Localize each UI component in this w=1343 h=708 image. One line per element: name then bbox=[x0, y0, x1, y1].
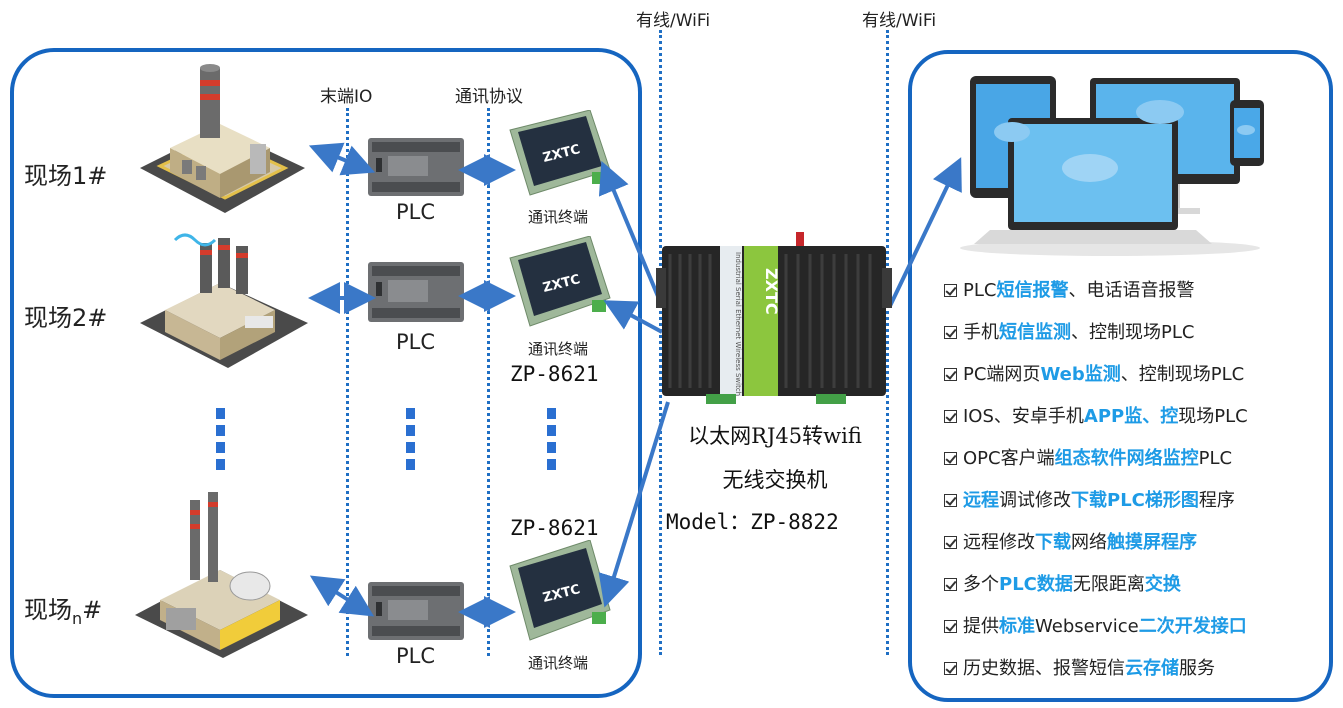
switch-brand: ZXTC bbox=[762, 268, 781, 315]
feature-text: 多个 bbox=[963, 574, 999, 595]
feature-item: 远程调试修改下载PLC梯形图程序 bbox=[944, 486, 1235, 512]
field-panel bbox=[10, 48, 642, 698]
factory-2-icon bbox=[140, 233, 308, 368]
feature-text: 调试修改 bbox=[999, 490, 1071, 511]
divider-right bbox=[886, 30, 889, 655]
ellipsis-sites bbox=[216, 408, 228, 476]
client-panel bbox=[908, 50, 1333, 702]
feature-item: PC端网页Web监测、控制现场PLC bbox=[944, 360, 1244, 386]
feature-text: 触摸屏程序 bbox=[1107, 532, 1197, 553]
feature-text: 、控制现场PLC bbox=[1071, 322, 1195, 343]
feature-text: 组态软件网络监控 bbox=[1054, 448, 1199, 469]
feature-item: 多个PLC数据无限距离交换 bbox=[944, 570, 1181, 596]
feature-text: 、电话语音报警 bbox=[1068, 280, 1195, 301]
ellipsis-terminal bbox=[547, 408, 559, 476]
divider-left bbox=[659, 30, 662, 655]
feature-text: IOS、安卓手机 bbox=[963, 406, 1084, 427]
factory-n-icon bbox=[135, 492, 308, 658]
divider-io bbox=[346, 108, 349, 656]
feature-text: 下载 bbox=[1035, 532, 1071, 553]
feature-text: 短信报警 bbox=[996, 280, 1069, 301]
terminal-1-label: 通讯终端 bbox=[528, 208, 589, 226]
devices-illustration bbox=[960, 76, 1264, 256]
feature-item: 历史数据、报警短信云存储服务 bbox=[944, 654, 1215, 680]
feature-text: 云存储 bbox=[1125, 658, 1179, 679]
checkbox-icon bbox=[944, 368, 957, 381]
feature-item: 远程修改下载网络触摸屏程序 bbox=[944, 528, 1197, 554]
terminal-n-model: ZP-8621 bbox=[510, 516, 599, 540]
feature-item: PLC短信报警、电话语音报警 bbox=[944, 276, 1194, 302]
checkbox-icon bbox=[944, 410, 957, 423]
feature-text: PLC数据 bbox=[999, 574, 1073, 595]
site-n-label: 现场n# bbox=[24, 596, 103, 628]
feature-text: PLC bbox=[1198, 448, 1233, 469]
feature-text: 下载PLC梯形图 bbox=[1071, 490, 1199, 511]
switch-model: Model：ZP-8822 bbox=[666, 510, 839, 534]
feature-text: 历史数据、报警短信 bbox=[963, 658, 1125, 679]
switch-title: 以太网RJ45转wifi bbox=[688, 424, 862, 448]
ellipsis-plc bbox=[406, 408, 418, 476]
feature-text: 网络 bbox=[1071, 532, 1107, 553]
wifi-switch-icon: ZXTC Industrial Serial Ethernet Wireless… bbox=[656, 232, 892, 404]
checkbox-icon bbox=[944, 536, 957, 549]
feature-item: OPC客户端组态软件网络监控PLC bbox=[944, 444, 1232, 470]
switch-subtitle: 无线交换机 bbox=[722, 468, 828, 492]
plc-n-label: PLC bbox=[396, 644, 436, 668]
feature-item: IOS、安卓手机APP监、控现场PLC bbox=[944, 402, 1248, 428]
checkbox-icon bbox=[944, 662, 957, 675]
checkbox-icon bbox=[944, 494, 957, 507]
feature-text: 标准 bbox=[999, 616, 1035, 637]
checkbox-icon bbox=[944, 284, 957, 297]
link-label-left: 有线/WiFi bbox=[636, 11, 711, 31]
terminal-2-icon: ZXTC bbox=[509, 236, 611, 327]
link-label-right: 有线/WiFi bbox=[862, 11, 937, 31]
plc-2-label: PLC bbox=[396, 330, 436, 354]
plc-2-icon bbox=[368, 262, 464, 322]
checkbox-icon bbox=[944, 620, 957, 633]
plc-n-icon bbox=[368, 582, 464, 640]
feature-text: PC端网页 bbox=[963, 364, 1041, 385]
feature-text: 二次开发接口 bbox=[1138, 616, 1247, 637]
terminal-2-model: ZP-8621 bbox=[510, 362, 599, 386]
feature-text: Webservice bbox=[1035, 616, 1139, 637]
feature-text: 程序 bbox=[1198, 490, 1235, 511]
feature-text: APP监、控 bbox=[1083, 406, 1179, 427]
site-2-label: 现场2# bbox=[24, 304, 108, 332]
terminal-n-label: 通讯终端 bbox=[528, 654, 589, 672]
terminal-n-icon: ZXTC bbox=[509, 540, 611, 641]
divider-protocol bbox=[487, 108, 490, 656]
feature-text: OPC客户端 bbox=[963, 448, 1055, 469]
feature-text: 现场PLC bbox=[1178, 406, 1248, 427]
column-io-label: 末端IO bbox=[320, 87, 373, 107]
feature-item: 提供标准Webservice二次开发接口 bbox=[944, 612, 1247, 638]
checkbox-icon bbox=[944, 578, 957, 591]
feature-text: 服务 bbox=[1179, 658, 1215, 679]
terminal-1-icon: ZXTC bbox=[509, 110, 611, 196]
feature-text: PLC bbox=[963, 280, 997, 301]
feature-text: 、控制现场PLC bbox=[1120, 364, 1245, 385]
feature-text: Web监测 bbox=[1040, 364, 1121, 385]
feature-text: 提供 bbox=[963, 616, 999, 637]
feature-text: 手机 bbox=[963, 322, 999, 343]
feature-text: 远程 bbox=[963, 490, 999, 511]
feature-text: 短信监测 bbox=[999, 322, 1071, 343]
terminal-2-label: 通讯终端 bbox=[528, 340, 589, 358]
checkbox-icon bbox=[944, 452, 957, 465]
feature-item: 手机短信监测、控制现场PLC bbox=[944, 318, 1194, 344]
plc-1-icon bbox=[368, 138, 464, 196]
site-1-label: 现场1# bbox=[24, 162, 108, 190]
factory-1-icon bbox=[140, 64, 305, 213]
feature-text: 远程修改 bbox=[963, 532, 1035, 553]
column-protocol-label: 通讯协议 bbox=[455, 87, 523, 107]
switch-strip-text: Industrial Serial Ethernet Wireless Swit… bbox=[734, 252, 742, 396]
feature-text: 交换 bbox=[1144, 574, 1181, 595]
checkbox-icon bbox=[944, 326, 957, 339]
plc-1-label: PLC bbox=[396, 200, 436, 224]
feature-text: 无限距离 bbox=[1072, 574, 1145, 595]
